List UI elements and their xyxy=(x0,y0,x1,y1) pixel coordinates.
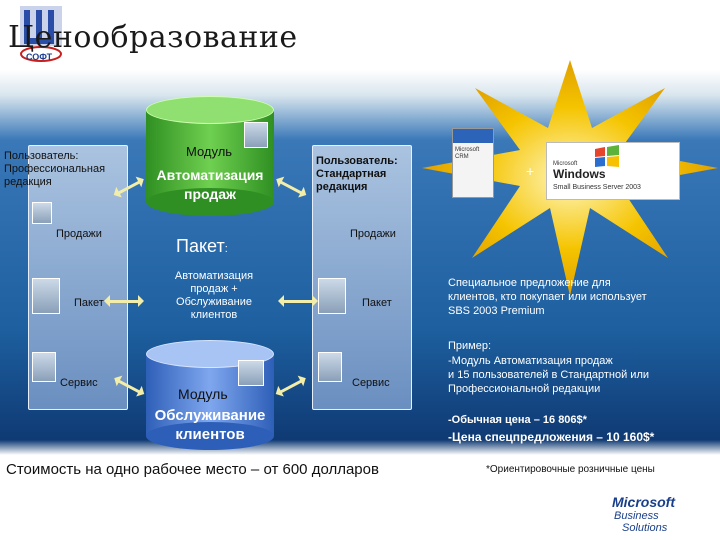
arrow-right-middle xyxy=(278,295,318,307)
ms-logo-line2: Business xyxy=(614,510,659,522)
customer-service-photo xyxy=(238,360,264,386)
left-sales-label: Продажи xyxy=(56,228,102,240)
sales-automation-cylinder xyxy=(146,96,274,216)
sbs-product-box: Microsoft Windows Small Business Server … xyxy=(546,142,680,200)
plus-sign: + xyxy=(526,163,535,179)
bundle-description: Автоматизация продаж + Обслуживание клие… xyxy=(174,270,254,321)
right-bundle-photo xyxy=(318,278,346,314)
example-body: -Модуль Автоматизация продаж и 15 пользо… xyxy=(448,355,650,395)
arrow-right-bottom xyxy=(278,379,304,394)
left-user-label: Пользователь: Профессиональная редакция xyxy=(4,150,106,188)
right-sales-label: Продажи xyxy=(350,228,396,240)
right-service-photo xyxy=(318,352,342,382)
price-footnote: *Ориентировочные розничные цены xyxy=(486,464,655,475)
sales-automation-photo xyxy=(244,122,268,148)
ms-business-solutions-logo: Microsoft Business Solutions xyxy=(612,494,712,534)
arrow-left-middle xyxy=(104,295,144,307)
cost-per-seat: Стоимость на одно рабочее место – от 600… xyxy=(6,461,379,478)
logo-text: СОФТ xyxy=(26,52,53,62)
example-title: Пример: xyxy=(448,340,492,352)
customer-service-cylinder xyxy=(146,340,274,450)
bottom-cylinder-line2: Обслуживание клиентов xyxy=(154,407,266,443)
special-offer-text: Специальное предложение для клиентов, кт… xyxy=(448,277,647,317)
left-bundle-label: Пакет xyxy=(74,297,104,309)
right-bundle-label: Пакет xyxy=(362,297,392,309)
left-service-label: Сервис xyxy=(60,377,98,389)
right-user-label: Пользователь: Стандартная редакция xyxy=(316,155,398,193)
arrow-right-top xyxy=(278,180,304,195)
bottom-cylinder-line1: Модуль xyxy=(178,386,228,402)
ms-logo-line3: Solutions xyxy=(622,522,668,534)
ms-logo-line1: Microsoft xyxy=(612,494,675,510)
page-title: Ценообразование xyxy=(8,20,298,55)
sbs-windows: Windows xyxy=(553,167,606,181)
left-bundle-photo xyxy=(32,278,60,314)
company-logo xyxy=(20,6,62,62)
windows-flag-icon xyxy=(595,145,619,167)
right-service-label: Сервис xyxy=(352,377,390,389)
left-service-photo xyxy=(32,352,56,382)
bundle-title: Пакет: xyxy=(176,236,228,256)
crm-product-box: Microsoft CRM xyxy=(452,128,494,198)
sbs-subtitle: Small Business Server 2003 xyxy=(553,184,641,191)
special-price: -Цена спецпредложения – 10 160$* xyxy=(448,430,655,444)
top-cylinder-line2: Автоматизация продаж xyxy=(156,167,264,202)
regular-price: -Обычная цена – 16 806$* xyxy=(448,414,587,426)
left-sales-photo xyxy=(32,202,52,224)
sbs-brand: Microsoft xyxy=(553,161,578,167)
top-cylinder-line1: Модуль xyxy=(186,144,233,159)
